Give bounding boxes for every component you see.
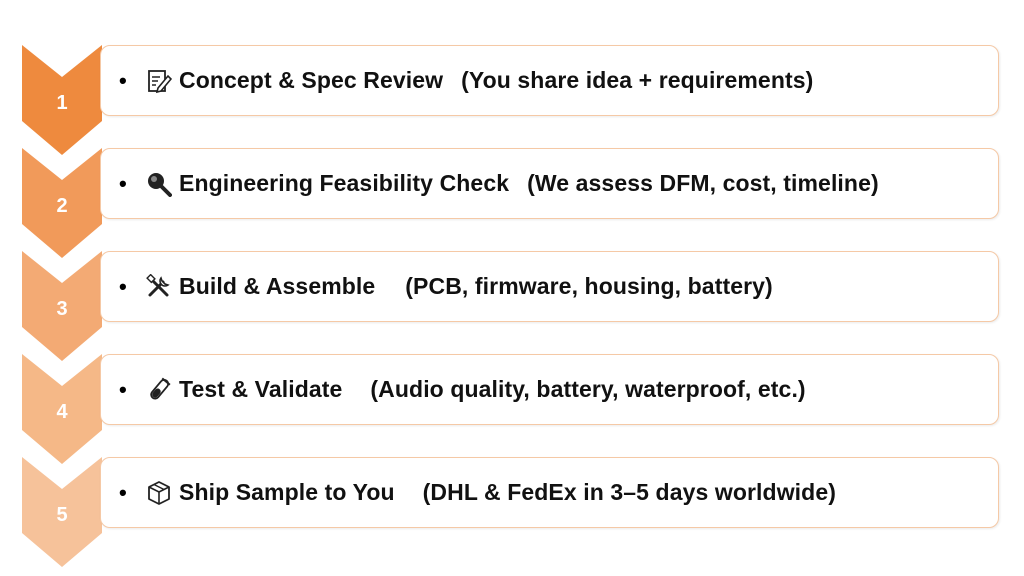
step-5-title: Ship Sample to You — [179, 479, 395, 505]
step-1-detail: (You share idea + requirements) — [461, 67, 814, 93]
step-1-bullet: • — [119, 67, 127, 93]
step-2: 2 • Engineering Feasibility Check (We as… — [0, 148, 1024, 258]
step-4-box: • Test & Validate (Audio quality, batter… — [100, 354, 999, 425]
step-3-bullet: • — [119, 273, 127, 299]
step-5-chevron — [22, 457, 102, 571]
step-1-box: • Concept & Spec Review (You share idea … — [100, 45, 999, 116]
step-5-box: • Ship Sample to You (DHL & FedEx in 3–5… — [100, 457, 999, 528]
step-3-box: • Build & Assemble (PCB, firmware, housi… — [100, 251, 999, 322]
step-4-title: Test & Validate — [179, 376, 343, 402]
magnifier-icon — [145, 170, 173, 198]
step-3-title: Build & Assemble — [179, 273, 376, 299]
step-2-title: Engineering Feasibility Check — [179, 170, 510, 196]
step-2-number: 2 — [56, 195, 68, 217]
step-1-chevron — [22, 45, 102, 159]
test-tube-icon — [145, 376, 173, 404]
step-4-bullet: • — [119, 376, 127, 402]
step-5-bullet: • — [119, 479, 127, 505]
tools-icon — [145, 273, 173, 301]
step-4: 4 • Test & Validate (Audio quality, batt… — [0, 354, 1024, 464]
step-3-number: 3 — [56, 298, 68, 320]
step-4-number: 4 — [56, 401, 68, 423]
step-5-number: 5 — [56, 504, 68, 526]
step-5-detail: (DHL & FedEx in 3–5 days worldwide) — [422, 479, 836, 505]
package-icon — [145, 479, 173, 507]
step-2-bullet: • — [119, 170, 127, 196]
step-1-title: Concept & Spec Review — [179, 67, 444, 93]
step-1-number: 1 — [56, 92, 68, 114]
step-2-chevron — [22, 148, 102, 262]
step-2-box: • Engineering Feasibility Check (We asse… — [100, 148, 999, 219]
step-3-detail: (PCB, firmware, housing, battery) — [405, 273, 773, 299]
step-3-chevron — [22, 251, 102, 365]
step-4-chevron — [22, 354, 102, 468]
step-2-detail: (We assess DFM, cost, timeline) — [527, 170, 879, 196]
step-5: 5 • Ship Sample to You (DHL & FedEx in 3… — [0, 457, 1024, 567]
step-4-detail: (Audio quality, battery, waterproof, etc… — [370, 376, 806, 402]
step-1: 1 • Concept & Spec Review (You share ide… — [0, 45, 1024, 155]
memo-pencil-icon — [145, 67, 173, 95]
step-3: 3 • Build & Assemble (PCB, firmware, hou… — [0, 251, 1024, 361]
